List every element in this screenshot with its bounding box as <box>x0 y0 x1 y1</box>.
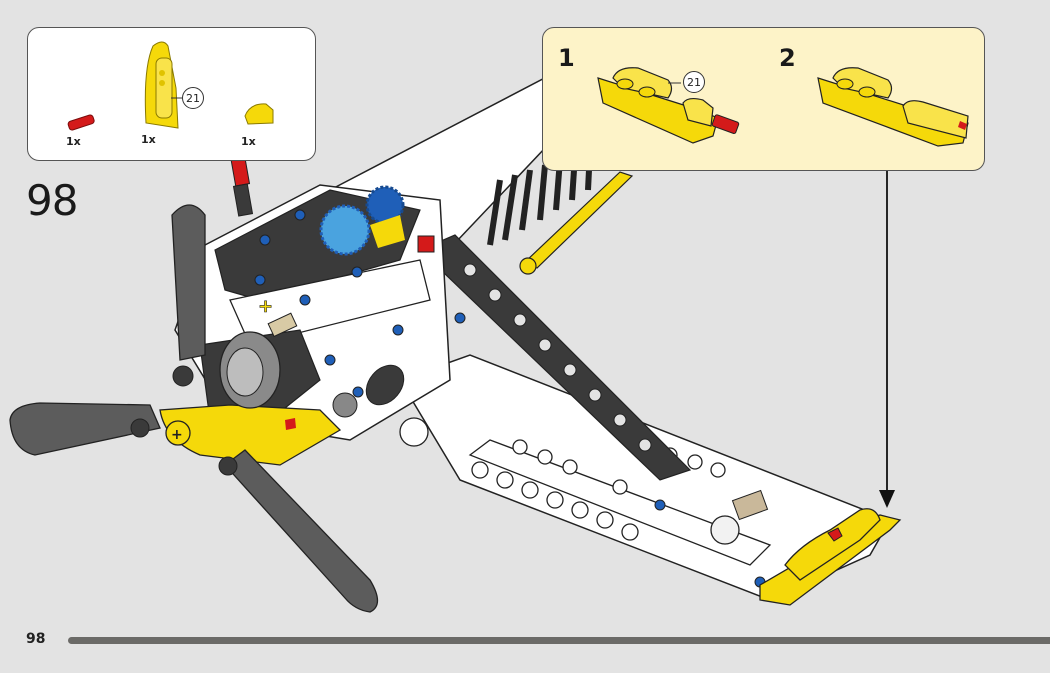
gear-large <box>319 204 371 256</box>
sub-assembly-svg <box>597 67 969 147</box>
part-quantity: 1x <box>241 135 256 148</box>
red-axle-pin-icon <box>67 114 95 131</box>
hub-cap <box>165 420 191 446</box>
part-callout: 21 <box>182 87 204 109</box>
page-number: 98 <box>26 631 46 647</box>
gear-small <box>365 185 405 225</box>
assembly-arrow <box>879 171 895 508</box>
parts-list-panel: 21 1x 1x 1x <box>27 27 316 161</box>
svg-text:+: + <box>171 427 183 443</box>
sub-step-2-illustration <box>817 67 969 147</box>
sub-step-number: 1 <box>558 44 575 72</box>
parts-svg <box>67 41 274 131</box>
sub-assembly-panel: 1 2 21 <box>542 27 985 171</box>
svg-text:+: + <box>258 296 273 317</box>
yellow-nose <box>159 404 342 466</box>
progress-bar <box>68 637 1050 644</box>
lower-skid-frame <box>398 354 892 601</box>
sub-step-1-illustration <box>597 67 740 144</box>
part-quantity: 1x <box>141 133 156 146</box>
yellow-panel-icon <box>144 41 183 129</box>
propeller: + <box>9 204 379 613</box>
sub-step-callout: 21 <box>683 71 705 93</box>
step-number: 98 <box>26 176 78 225</box>
sub-step-number: 2 <box>779 44 796 72</box>
diagonal-strut <box>418 234 692 481</box>
yellow-skid-end <box>759 508 902 606</box>
yellow-curved-slope-icon <box>244 103 274 125</box>
part-quantity: 1x <box>66 135 81 148</box>
engine-block: + <box>174 153 466 447</box>
